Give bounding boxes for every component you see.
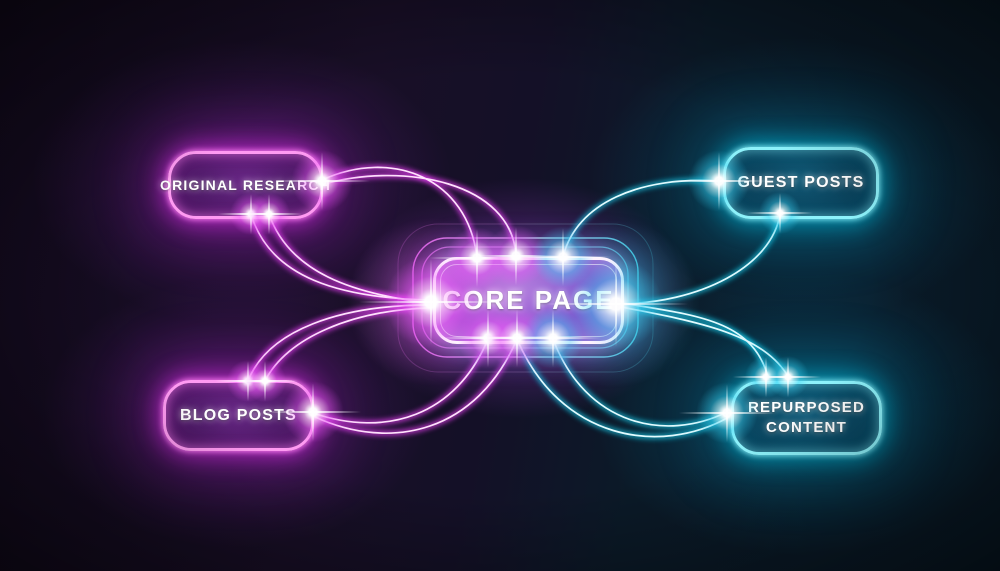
node-repurposed-content: REPURPOSED CONTENT — [731, 381, 882, 455]
node-core-page-label: CORE PAGE — [442, 285, 615, 315]
node-core-page: CORE PAGE — [433, 257, 624, 344]
node-guest-posts: GUEST POSTS — [723, 147, 879, 219]
edge-bp-core-strand-2-glow — [265, 308, 430, 381]
edge-gp-core-strand-1-glow — [563, 180, 719, 257]
edge-bp-core-strand-1-glow — [248, 305, 430, 381]
edge-gp-core-strand-2 — [615, 213, 781, 305]
node-blog-posts-label: BLOG POSTS — [180, 406, 297, 424]
node-blog-posts: BLOG POSTS — [163, 380, 314, 451]
node-guest-posts-label: GUEST POSTS — [737, 174, 865, 191]
node-original-research-label: ORIGINAL RESEARCH — [159, 177, 332, 193]
edge-or-core-strand-2-glow — [324, 176, 516, 256]
node-repurposed-content-label: REPURPOSED CONTENT — [747, 398, 866, 436]
edge-or-core-strand-2 — [323, 174, 517, 257]
node-original-research: ORIGINAL RESEARCH — [160, 151, 330, 219]
